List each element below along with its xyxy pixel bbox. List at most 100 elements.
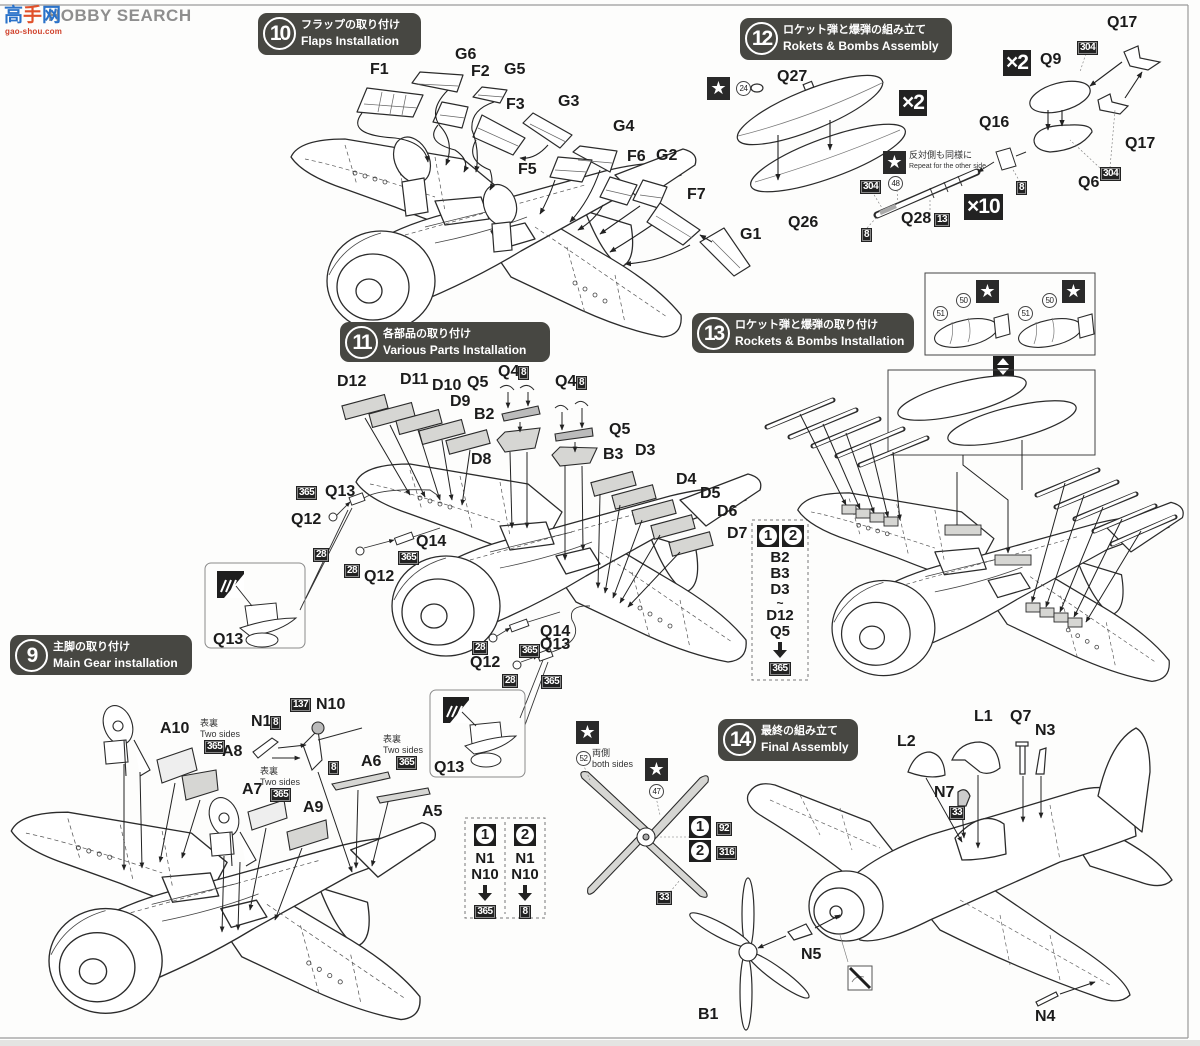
decal-number: 24 (736, 81, 751, 96)
step-title-ja: 最終の組み立て (761, 724, 838, 737)
inset-boxes (204, 562, 526, 778)
part-label: D4 (676, 471, 697, 488)
part-label: D8 (471, 451, 492, 468)
part-label: Q27 (777, 68, 808, 85)
part-label: Q17 (1107, 14, 1138, 31)
panel-D4 (611, 484, 657, 510)
step-14-header: 14 最終の組み立て Final Assembly (718, 719, 858, 761)
decal-number: 50 (1042, 293, 1057, 308)
paint-code: 28 (472, 641, 489, 655)
note-en: Two sides (200, 729, 241, 739)
paint-code: 365 (396, 756, 418, 770)
step-title-ja: 主脚の取り付け (53, 640, 130, 653)
rocket (1109, 514, 1178, 547)
door-A8 (181, 769, 219, 801)
part-label: B2 (770, 549, 790, 566)
rocket (810, 416, 882, 449)
drop-tank-halves (736, 74, 906, 193)
flap-G6 (411, 71, 464, 93)
note-ja: 表裏 (383, 735, 402, 745)
step-11-header: 11 各部品の取り付け Various Parts Installation (340, 322, 550, 362)
page-edge (0, 1040, 1200, 1046)
rocket (764, 397, 836, 430)
part-label: D7 (727, 525, 748, 542)
part-label: A5 (422, 803, 443, 820)
part-label: N3 (1035, 722, 1056, 739)
panel-D7 (668, 531, 714, 557)
part-label: G3 (558, 93, 580, 110)
flap-F5 (549, 156, 593, 183)
bomb-fin-Q17b (1097, 93, 1130, 115)
part-label: Q16 (979, 114, 1010, 131)
quantity-multiplier: ×2 (1003, 50, 1031, 76)
part-label: G2 (656, 147, 678, 164)
bomb-box (924, 272, 1096, 356)
aircraft-final (746, 727, 1173, 1002)
part-label: F6 (627, 148, 646, 165)
step-number: 9 (15, 639, 48, 672)
door-A9 (286, 819, 329, 851)
step-title-en: Rokets & Bombs Assembly (783, 39, 939, 53)
arrow (977, 161, 995, 173)
part-label: F3 (506, 96, 525, 113)
part-label: B2 (474, 406, 495, 423)
prop-leaders (582, 763, 690, 893)
star-decal-icon: ★ (576, 721, 599, 744)
flap-G4 (572, 145, 618, 173)
flap-G3 (522, 112, 573, 149)
rocket-arrows (799, 413, 1142, 623)
paint-code: 28 (344, 564, 361, 578)
gun-parts (328, 492, 554, 670)
panel-B2 (496, 427, 541, 453)
bomb-parts (1029, 45, 1162, 153)
part-label: Q28 (901, 210, 932, 227)
step-title-en: Various Parts Installation (383, 343, 527, 357)
step9-arrows (121, 743, 389, 933)
drop-tank-box (887, 369, 1096, 456)
variant-number: 1 (691, 818, 709, 836)
leader-lines-step12 (866, 49, 1116, 229)
bomb-fin-Q17 (1123, 45, 1162, 71)
rocket (857, 435, 930, 468)
decal-number: 52 (576, 751, 591, 766)
logo-char: 手 (23, 4, 43, 26)
panel-D12 (341, 393, 389, 421)
gun-bay-panels (341, 393, 714, 557)
canopy-L2 (907, 751, 946, 778)
paint-code: 304 (860, 180, 882, 194)
bomb-Q9 (1029, 80, 1091, 114)
part-label: D3 (635, 442, 656, 459)
part-label: N10 (471, 866, 499, 883)
canopy-parts (787, 741, 1059, 1007)
down-arrow-icon (478, 885, 492, 901)
watermark-brand: HOBBY SEARCH (48, 6, 192, 25)
part-label: D10 (432, 377, 462, 394)
flap-G2 (632, 179, 668, 209)
part-label: Q4 (498, 363, 520, 380)
part-label: N10 (316, 696, 346, 713)
flap-F6 (599, 176, 638, 206)
step-13-header: 13 ロケット弾と爆弾の取り付け Rockets & Bombs Install… (692, 313, 914, 353)
gear-doors (156, 747, 431, 851)
rocket (1072, 491, 1139, 522)
drop-tanks (897, 375, 1077, 446)
door-A10 (156, 747, 198, 784)
part-label: Q12 (470, 654, 501, 671)
variant-number: 2 (691, 842, 709, 860)
paint-code: 137 (290, 698, 312, 712)
part-label: F7 (687, 186, 706, 203)
rockets-left (764, 397, 930, 468)
final-panel-lines (769, 794, 1111, 986)
note-en: Repeat for the other side (909, 163, 987, 170)
note-en: Two sides (383, 745, 424, 755)
step-title-en: Main Gear installation (53, 656, 178, 670)
paint-code: 8 (861, 228, 873, 242)
variant-number: 1 (759, 527, 777, 545)
part-label: N1 (251, 713, 272, 730)
step11-arrows (364, 392, 681, 608)
range-tilde: ~ (776, 596, 784, 610)
swap-arrows-icon (993, 356, 1014, 377)
part-label: Q5 (467, 374, 489, 391)
part-label: G6 (455, 46, 477, 63)
